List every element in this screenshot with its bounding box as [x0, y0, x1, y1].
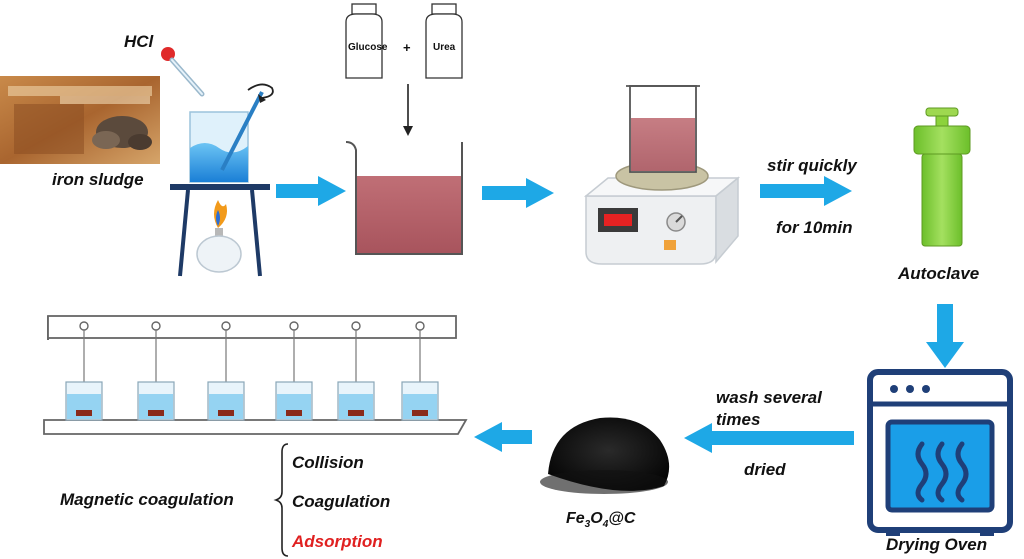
arrow-stirrer-to-autoclave [760, 176, 852, 206]
arrow-heat-to-beaker [276, 176, 346, 206]
heating-stand [170, 184, 270, 277]
product-c: @C [608, 510, 636, 527]
arrow-beaker-to-stirrer [482, 178, 554, 208]
autoclave-label: Autoclave [898, 264, 980, 283]
drying-oven-label: Drying Oven [886, 535, 988, 554]
jar-1 [65, 321, 103, 421]
product-fe: Fe [566, 510, 585, 527]
arrow-autoclave-to-oven [926, 304, 964, 368]
urea-bottle [425, 3, 463, 79]
hcl-dropper-icon [161, 47, 205, 97]
hcl-label: HCl [124, 32, 154, 51]
product-sub-4: 4 [602, 519, 609, 531]
wash-label-line2: times [716, 410, 761, 429]
jar-4 [275, 321, 313, 421]
fe3o4-c-powder [540, 417, 670, 494]
arrow-product-to-apparatus [474, 422, 532, 452]
jar-5 [337, 321, 375, 421]
arrow-reagents-down [403, 84, 413, 136]
dried-label: dried [744, 460, 786, 479]
product-o: O [590, 510, 603, 527]
glucose-label: Glucose [348, 42, 388, 53]
plus-sign: + [403, 40, 411, 55]
glucose-bottle [345, 3, 383, 79]
urea-label: Urea [433, 42, 456, 53]
product-label: Fe3O4@C [566, 510, 635, 530]
solution-beaker [345, 141, 463, 255]
magnetic-coagulation-label: Magnetic coagulation [60, 490, 234, 509]
jar-test-apparatus-icon [43, 315, 468, 435]
product-sub-3: 3 [584, 519, 591, 531]
wash-label-line1: wash several [716, 388, 822, 407]
drying-oven-icon [867, 369, 1013, 536]
stirring-arrow-icon [247, 83, 274, 103]
iron-sludge-label: iron sludge [52, 170, 144, 189]
coagulation-label: Coagulation [292, 492, 391, 511]
jar-2 [137, 321, 175, 421]
jar-3 [207, 321, 245, 421]
alcohol-lamp-icon [196, 200, 242, 273]
collision-label: Collision [292, 453, 364, 472]
mechanism-brace [273, 443, 289, 557]
autoclave-icon [913, 107, 971, 247]
magnetic-stirrer-icon [583, 85, 741, 265]
iron-sludge-photo [0, 76, 160, 164]
stir-label-line2: for 10min [776, 218, 853, 237]
arrow-oven-to-product [684, 423, 854, 453]
jar-6 [401, 321, 439, 421]
stir-label-line1: stir quickly [767, 156, 857, 175]
adsorption-label: Adsorption [292, 532, 383, 551]
water-beaker [189, 91, 264, 183]
